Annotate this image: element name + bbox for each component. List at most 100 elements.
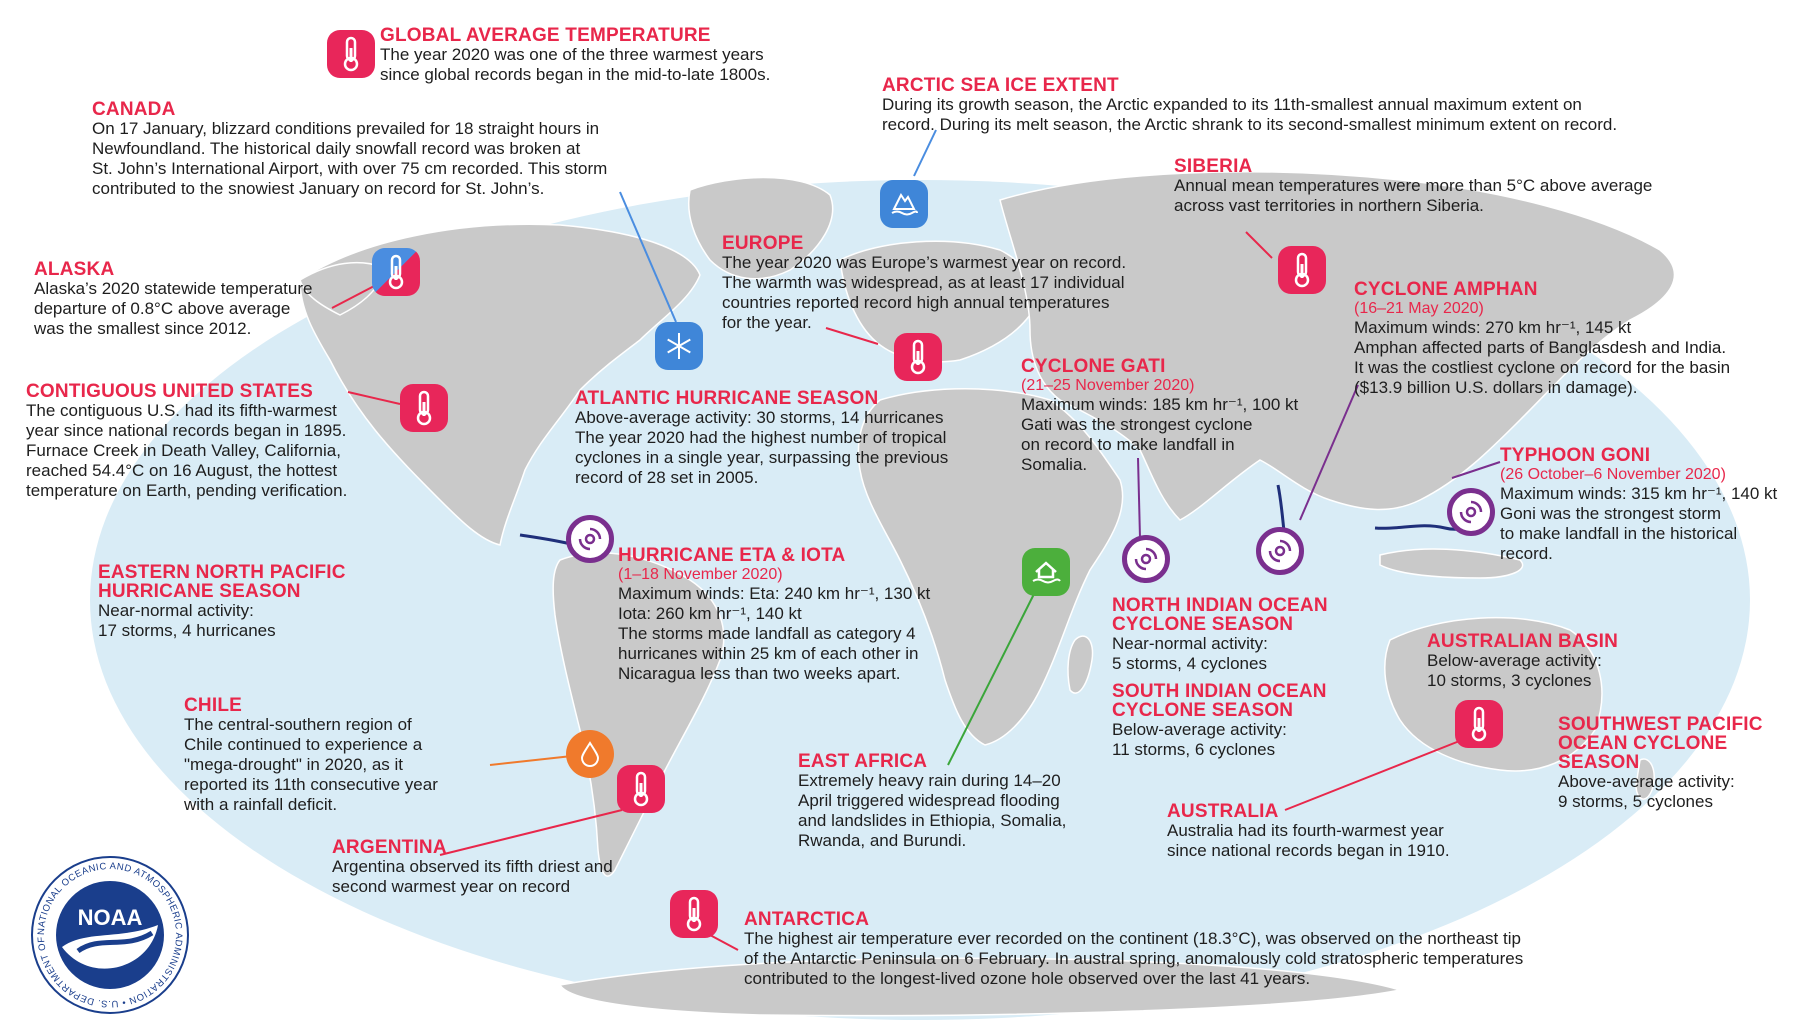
thermometer-glyph [1471,706,1487,742]
thermometer-icon [617,765,665,813]
callout-title: EAST AFRICA [798,751,928,772]
callout-siberia: SIBERIA Annual mean temperatures were mo… [1174,157,1652,216]
callout-east-africa: EAST AFRICA Extremely heavy rain during … [798,752,1066,851]
cyclone-glyph [1459,500,1483,524]
east-africa-leader [947,589,1037,766]
callout-cyclone-amphan: CYCLONE AMPHAN (16–21 May 2020) Maximum … [1354,280,1730,398]
callout-contiguous-us: CONTIGUOUS UNITED STATES The contiguous … [26,382,347,501]
callout-title: SIBERIA [1174,156,1253,177]
callout-text: Below-average activity: 11 storms, 6 cyc… [1112,720,1287,759]
callout-text: Maximum winds: 185 km hr⁻¹, 100 kt Gati … [1021,395,1299,474]
callout-south-indian-ocean: SOUTH INDIAN OCEAN CYCLONE SEASON Below-… [1112,682,1327,760]
callout-text: The year 2020 was Europe’s warmest year … [722,253,1127,332]
siberia-leader [1245,231,1273,259]
callout-global-average-temperature: GLOBAL AVERAGE TEMPERATURE The year 2020… [380,26,770,85]
callout-hurricane-eta-iota: HURRICANE ETA & IOTA (1–18 November 2020… [618,546,930,684]
flood-house-icon [1022,548,1070,596]
cyclone-glyph [1134,547,1158,571]
callout-text: The central-southern region of Chile con… [184,715,438,814]
new-zealand [1635,758,1655,800]
thermometer-icon [1455,700,1503,748]
callout-text: Annual mean temperatures were more than … [1174,176,1653,215]
logo-bird [76,930,154,954]
callout-australia: AUSTRALIA Australia had its fourth-warme… [1167,802,1450,861]
callout-text: The highest air temperature ever recorde… [744,929,1524,988]
logo-center-text: NOAA [78,905,143,930]
callout-title: TYPHOON GONI [1500,445,1651,466]
callout-text: Maximum winds: 270 km hr⁻¹, 145 kt Ampha… [1354,318,1731,397]
callout-text: During its growth season, the Arctic exp… [882,95,1618,134]
callout-eastern-north-pacific: EASTERN NORTH PACIFIC HURRICANE SEASON N… [98,563,346,641]
chile-leader [489,755,573,766]
callout-cyclone-gati: CYCLONE GATI (21–25 November 2020) Maxim… [1021,357,1298,475]
thermometer-glyph [388,254,404,290]
thermometer-icon [400,384,448,432]
callout-title: CHILE [184,695,242,716]
snowflake-glyph [667,333,691,359]
callout-chile: CHILE The central-southern region of Chi… [184,696,438,815]
europe-leader [825,327,879,345]
callout-dates: (21–25 November 2020) [1021,377,1195,394]
cyclone-icon [1256,527,1304,575]
gati-leader [1137,457,1141,539]
callout-title: SOUTH INDIAN OCEAN CYCLONE SEASON [1112,681,1327,721]
callout-text: Below-average activity: 10 storms, 3 cyc… [1427,651,1602,690]
callout-text: The contiguous U.S. had its fifth-warmes… [26,401,348,500]
thermometer-icon [327,30,375,78]
thermometer-icon [894,333,942,381]
callout-title: ALASKA [34,259,115,280]
callout-typhoon-goni: TYPHOON GONI (26 October–6 November 2020… [1500,446,1777,564]
callout-europe: EUROPE The year 2020 was Europe’s warmes… [722,234,1126,333]
callout-title: EASTERN NORTH PACIFIC HURRICANE SEASON [98,562,346,602]
cyclone-icon [1447,488,1495,536]
contiguous-leader [347,391,401,405]
callout-title: CYCLONE GATI [1021,356,1166,377]
asia [999,171,1676,521]
callout-title: AUSTRALIAN BASIN [1427,631,1619,652]
callout-title: ATLANTIC HURRICANE SEASON [575,388,879,409]
callout-title: CONTIGUOUS UNITED STATES [26,381,313,402]
cyclone-glyph [578,527,602,551]
antarctica-leader [709,934,739,951]
alaska-leader [331,283,379,309]
callout-text: Above-average activity: 30 storms, 14 hu… [575,408,949,487]
callout-text: Maximum winds: Eta: 240 km hr⁻¹, 130 kt … [618,584,931,683]
greenland [688,176,834,280]
callout-title: ARCTIC SEA ICE EXTENT [882,75,1119,96]
callout-title: EUROPE [722,233,804,254]
noaa-logo: NATIONAL OCEANIC AND ATMOSPHERIC ADMINIS… [30,855,189,1014]
snowflake-icon [655,322,703,370]
thermometer-glyph [343,36,359,72]
callout-title: CANADA [92,99,176,120]
africa [857,388,1124,746]
callout-dates: (1–18 November 2020) [618,566,783,583]
callout-southwest-pacific: SOUTHWEST PACIFIC OCEAN CYCLONE SEASON A… [1558,715,1763,812]
callout-alaska: ALASKA Alaska’s 2020 statewide temperatu… [34,260,312,339]
drought-glyph [580,741,600,767]
thermometer-icon [1278,246,1326,294]
thermometer-glyph [416,390,432,426]
callout-title: GLOBAL AVERAGE TEMPERATURE [380,25,711,46]
arctic-leader [913,129,937,177]
callout-text: On 17 January, blizzard conditions preva… [92,119,608,198]
thermometer-icon [372,248,420,296]
callout-dates: (16–21 May 2020) [1354,300,1484,317]
callout-atlantic-hurricane-season: ATLANTIC HURRICANE SEASON Above-average … [575,389,948,488]
canada-leader [619,191,677,323]
iceberg-glyph [891,193,918,216]
callout-text: Above-average activity: 9 storms, 5 cycl… [1558,772,1735,811]
callout-argentina: ARGENTINA Argentina observed its fifth d… [332,838,613,897]
callout-text: Alaska’s 2020 statewide temperature depa… [34,279,313,338]
cyclone-icon [1122,535,1170,583]
callout-arctic-sea-ice: ARCTIC SEA ICE EXTENT During its growth … [882,76,1617,135]
madagascar [1067,635,1094,694]
callout-text: Near-normal activity: 17 storms, 4 hurri… [98,601,276,640]
indonesia [1379,548,1524,579]
sea-ice-icon [880,180,928,228]
south-america [552,552,725,877]
europe [839,240,1035,363]
callout-australian-basin: AUSTRALIAN BASIN Below-average activity:… [1427,632,1618,691]
callout-north-indian-ocean: NORTH INDIAN OCEAN CYCLONE SEASON Near-n… [1112,596,1328,674]
thermometer-icon [670,890,718,938]
